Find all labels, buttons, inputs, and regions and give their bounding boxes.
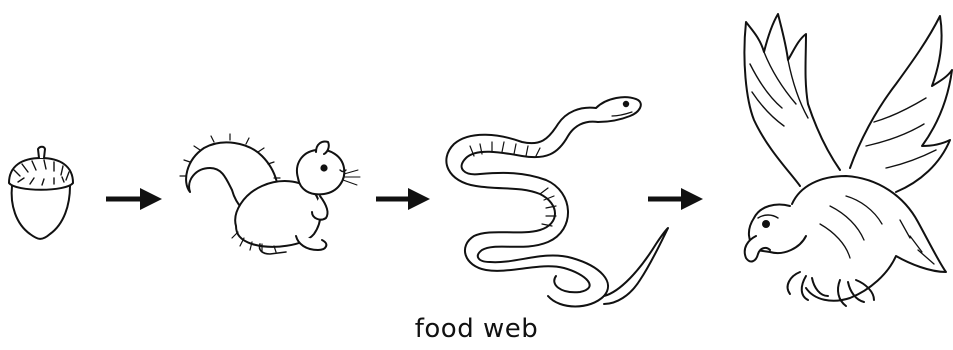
diagram-caption: food web (0, 314, 953, 344)
squirrel-icon (180, 134, 360, 254)
arrow-squirrel-to-snake (376, 188, 430, 210)
snake-icon (446, 97, 668, 306)
acorn-icon (9, 147, 73, 239)
arrow-snake-to-eagle (648, 188, 703, 210)
eagle-icon (744, 14, 952, 306)
arrow-acorn-to-squirrel (106, 188, 162, 210)
